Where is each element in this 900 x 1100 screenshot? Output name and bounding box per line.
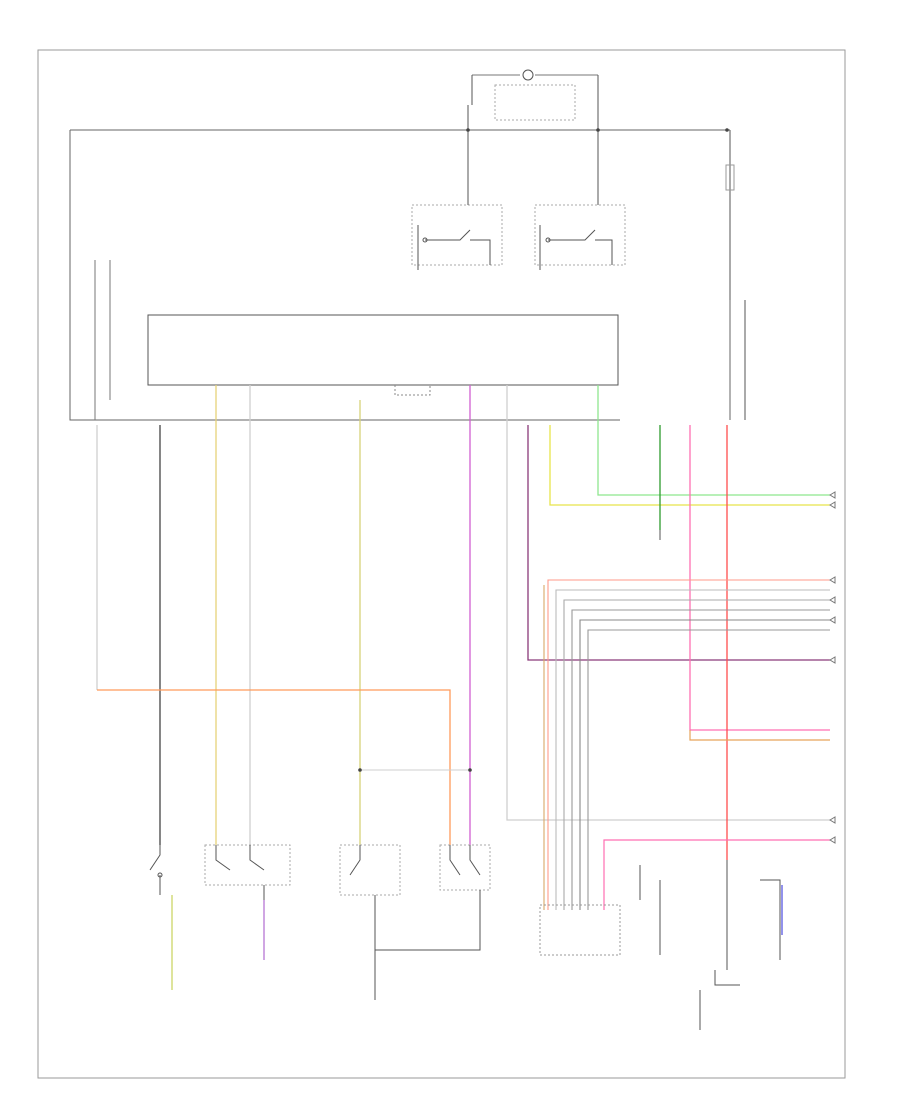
relay-right: [534, 130, 626, 270]
switch-3: [339, 844, 401, 1000]
fuse-relay-block: [467, 69, 599, 130]
page-border: [37, 49, 846, 1079]
bottom-grounds: [639, 530, 781, 1030]
orange-wire: [97, 689, 451, 845]
control-module: [147, 314, 619, 386]
module-connector-bracket: [394, 385, 431, 396]
splice-points: [358, 128, 729, 772]
relay-left: [411, 130, 503, 270]
switch-4: [375, 844, 491, 951]
switch-2: [204, 844, 291, 945]
switch-1: [149, 845, 163, 895]
pink-lower: [603, 730, 830, 910]
left-ground: [94, 260, 111, 420]
vertical-wires: [96, 385, 830, 860]
harness-connector: [539, 904, 621, 956]
harness-bundle: [543, 579, 830, 910]
right-terminals: [829, 491, 836, 844]
right-fuse: [725, 130, 746, 420]
main-bus: [69, 129, 731, 421]
